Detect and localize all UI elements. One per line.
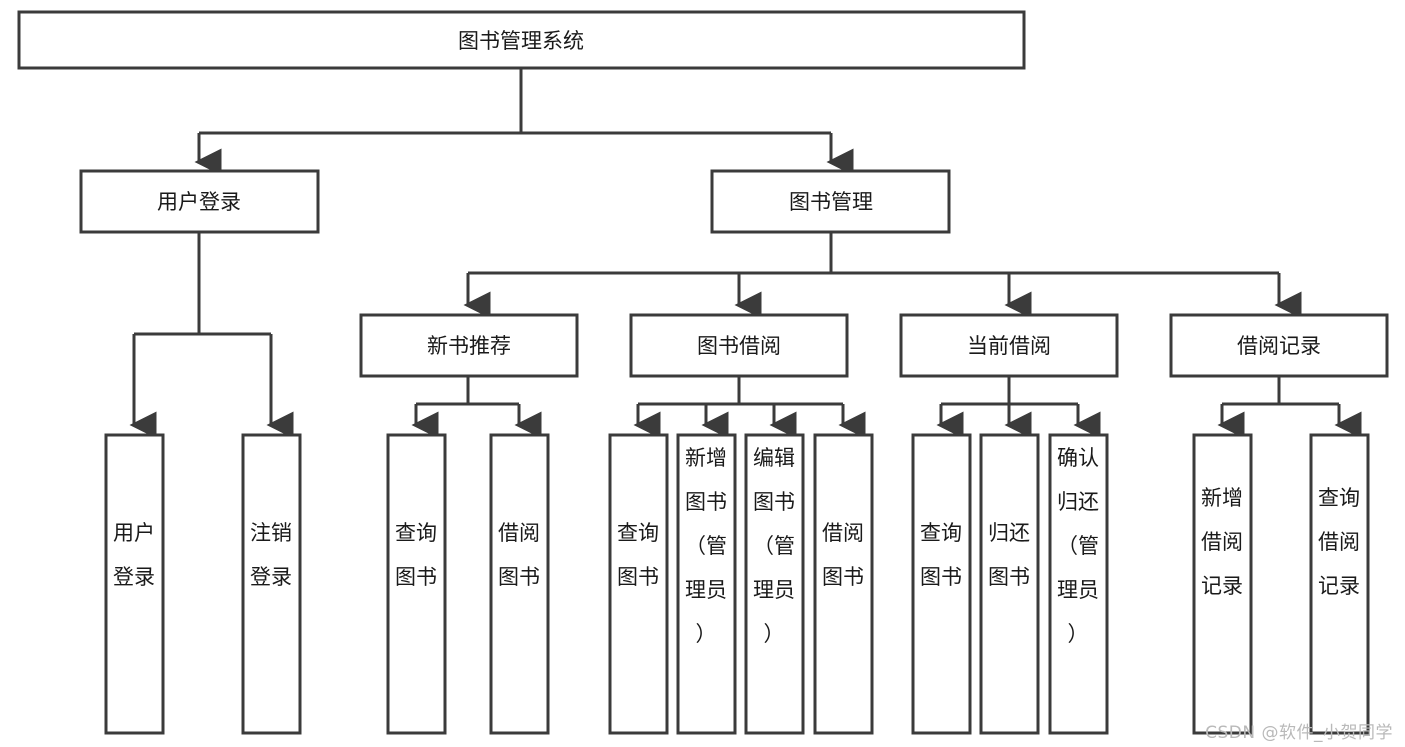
node-borrow-record-label: 借阅记录 <box>1237 334 1321 358</box>
node-book-manage-label: 图书管理 <box>789 190 873 214</box>
node-leaf-logout-box[interactable] <box>241 433 302 735</box>
node-leaf-user-login[interactable]: 用户登录 <box>104 433 165 735</box>
connector-group-new-book-rec <box>411 376 542 439</box>
node-user-login[interactable]: 用户登录 <box>79 169 320 234</box>
node-leaf-br-add-label: 新增借阅记录 <box>1201 486 1243 598</box>
node-leaf-cb-confirm[interactable]: 确认归还（管理员） <box>1048 433 1109 735</box>
node-leaf-nbr-query[interactable]: 查询图书 <box>386 433 447 735</box>
node-leaf-bb-borrow[interactable]: 借阅图书 <box>813 433 874 735</box>
node-leaf-bb-edit-box[interactable] <box>744 433 805 735</box>
node-leaf-br-query-label: 查询借阅记录 <box>1318 486 1360 598</box>
node-leaf-bb-add-box[interactable] <box>676 433 737 735</box>
connector-group-book-borrow <box>633 376 866 439</box>
node-leaf-cb-return[interactable]: 归还图书 <box>979 433 1040 735</box>
node-leaf-user-login-box[interactable] <box>104 433 165 735</box>
node-root-label: 图书管理系统 <box>458 29 584 53</box>
node-current-borrow-box[interactable] <box>899 313 1119 378</box>
node-leaf-nbr-query-box[interactable] <box>386 433 447 735</box>
node-leaf-nbr-borrow[interactable]: 借阅图书 <box>489 433 550 735</box>
node-leaf-bb-query-label: 查询图书 <box>617 521 659 589</box>
node-leaf-cb-confirm-label: 确认归还（管理员） <box>1057 446 1099 646</box>
node-leaf-bb-query[interactable]: 查询图书 <box>608 433 669 735</box>
node-leaf-bb-borrow-box[interactable] <box>813 433 874 735</box>
node-leaf-bb-edit-label: 编辑图书（管理员） <box>753 446 795 646</box>
node-current-borrow-label: 当前借阅 <box>967 334 1051 358</box>
node-leaf-bb-add-label: 新增图书（管理员） <box>685 446 727 646</box>
node-borrow-record-box[interactable] <box>1169 313 1389 378</box>
node-leaf-bb-query-box[interactable] <box>608 433 669 735</box>
node-leaf-nbr-borrow-label: 借阅图书 <box>498 521 540 589</box>
node-new-book-rec-box[interactable] <box>359 313 579 378</box>
node-root-box[interactable] <box>17 10 1026 70</box>
node-leaf-bb-borrow-label: 借阅图书 <box>822 521 864 589</box>
node-leaf-bb-edit[interactable]: 编辑图书（管理员） <box>744 433 805 735</box>
node-borrow-record[interactable]: 借阅记录 <box>1169 313 1389 378</box>
node-leaf-cb-query[interactable]: 查询图书 <box>911 433 972 735</box>
node-leaf-logout[interactable]: 注销登录 <box>241 433 302 735</box>
node-leaf-cb-query-label: 查询图书 <box>920 521 962 589</box>
node-leaf-user-login-label: 用户登录 <box>113 521 155 589</box>
node-new-book-rec[interactable]: 新书推荐 <box>359 313 579 378</box>
connector-group-user-login <box>129 232 294 439</box>
node-book-manage[interactable]: 图书管理 <box>710 169 951 234</box>
node-user-login-label: 用户登录 <box>157 190 241 214</box>
node-leaf-cb-confirm-box[interactable] <box>1048 433 1109 735</box>
node-leaf-br-add[interactable]: 新增借阅记录 <box>1192 433 1253 735</box>
node-leaf-br-add-box[interactable] <box>1192 433 1253 735</box>
node-book-borrow-label: 图书借阅 <box>697 334 781 358</box>
connector-group-book-manage <box>463 232 1302 319</box>
node-current-borrow[interactable]: 当前借阅 <box>899 313 1119 378</box>
node-book-borrow[interactable]: 图书借阅 <box>629 313 849 378</box>
node-leaf-cb-query-box[interactable] <box>911 433 972 735</box>
connector-group-borrow-record <box>1217 376 1362 439</box>
node-new-book-rec-label: 新书推荐 <box>427 334 511 358</box>
connector-group-current-borrow <box>936 376 1101 439</box>
node-leaf-nbr-query-label: 查询图书 <box>395 521 437 589</box>
node-leaf-br-query[interactable]: 查询借阅记录 <box>1309 433 1370 735</box>
node-book-borrow-box[interactable] <box>629 313 849 378</box>
node-book-manage-box[interactable] <box>710 169 951 234</box>
connector-group-root <box>194 68 854 176</box>
node-leaf-nbr-borrow-box[interactable] <box>489 433 550 735</box>
node-leaf-cb-return-box[interactable] <box>979 433 1040 735</box>
node-leaf-br-query-box[interactable] <box>1309 433 1370 735</box>
node-leaf-bb-add[interactable]: 新增图书（管理员） <box>676 433 737 735</box>
node-leaf-logout-label: 注销登录 <box>250 521 292 589</box>
csdn-watermark: CSDN @软件_小贺同学 <box>1205 723 1393 743</box>
node-leaf-cb-return-label: 归还图书 <box>988 521 1030 589</box>
node-user-login-box[interactable] <box>79 169 320 234</box>
node-root[interactable]: 图书管理系统 <box>17 10 1026 70</box>
